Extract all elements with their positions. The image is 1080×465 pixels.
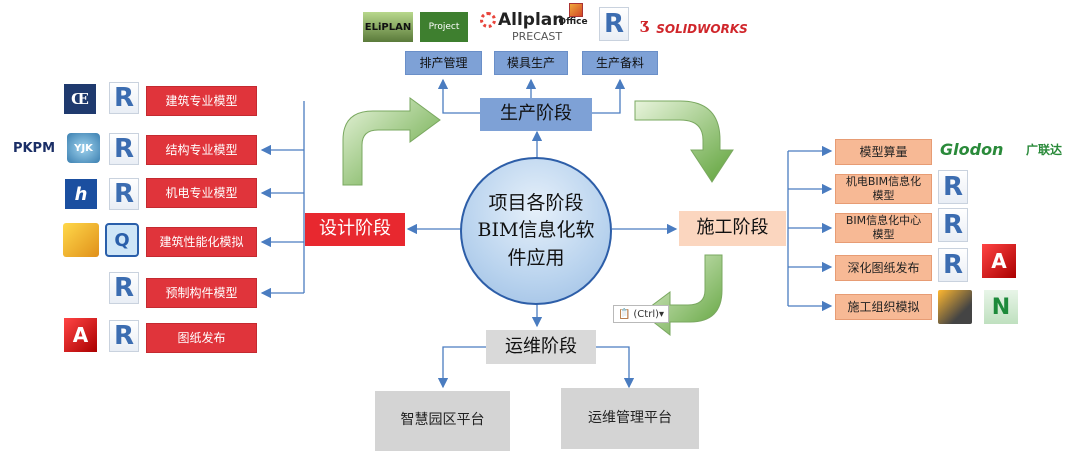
hongye-logo: h [65,179,97,209]
fuzor-logo [938,290,972,324]
ecotect-logo: Q [105,223,139,257]
center-circle: 项目各阶段BIM信息化软件应用 [460,157,612,305]
construction-item-5: 施工组织模拟 [835,294,932,320]
pkpm-logo: PKPM [12,140,56,156]
connector-prod-1 [437,78,480,114]
connector-op-2 [596,346,635,389]
operation-item-1: 智慧园区平台 [375,391,510,451]
production-item-3: 生产备料 [582,51,658,75]
paste-hint-label: (Ctrl)▾ [633,308,665,320]
navisworks-logo: N [984,290,1018,324]
revit-icon-construction-1: R [938,170,968,204]
production-item-1: 排产管理 [405,51,482,75]
revit-icon-design-1: R [109,82,139,114]
allplan-logo: Allplan [498,10,565,30]
revit-icon-design-4: R [109,272,139,304]
project-logo: Project [420,12,468,42]
design-item-4: 建筑性能化模拟 [146,227,257,257]
construction-item-4: 深化图纸发布 [835,255,932,281]
allplan-icon [480,12,496,28]
glodon-logo: Glodon [940,139,1004,159]
center-label: 项目各阶段BIM信息化软件应用 [477,191,595,269]
design-item-2: 结构专业模型 [146,135,257,165]
office-icon [569,3,583,17]
construction-item-2: 机电BIM信息化模型 [835,174,932,204]
operation-item-2: 运维管理平台 [561,388,699,449]
design-item-1: 建筑专业模型 [146,86,257,116]
revit-icon-construction-3: R [938,248,968,282]
revit-icon-production: R [599,7,629,41]
green-arrow-production-to-construction [634,100,734,183]
gbs-logo [63,223,99,257]
allplan-sub: PRECAST [512,30,563,43]
yjk-logo: YJK [67,133,100,163]
revit-icon-construction-2: R [938,208,968,242]
ds-icon: Ʒ [640,18,650,36]
paste-options-button[interactable]: 📋 (Ctrl)▾ [613,305,669,323]
green-arrow-construction-to-operation [641,254,723,337]
stage-construction: 施工阶段 [679,211,786,246]
construction-item-3: BIM信息化中心模型 [835,213,932,243]
revit-icon-design-5: R [109,320,139,352]
autocad-icon-design: A [64,318,97,352]
stage-production: 生产阶段 [480,98,592,131]
design-item-3: 机电专业模型 [146,178,257,208]
solidworks-logo: SOLIDWORKS [656,22,748,36]
revit-icon-design-2: R [109,133,139,165]
revit-icon-design-3: R [109,178,139,210]
tce-logo: Œ [64,84,96,114]
design-item-6: 图纸发布 [146,323,257,353]
glodon-cn-logo: 广联达 [1026,142,1063,157]
eliplan-logo: ELiPLAN [363,12,413,42]
connector-op-1 [437,346,486,389]
construction-item-1: 模型算量 [835,139,932,165]
connector-prod-3 [592,78,626,114]
stage-operation: 运维阶段 [486,330,596,364]
autocad-icon-construction: A [982,244,1016,278]
production-item-2: 模具生产 [494,51,568,75]
green-arrow-design-to-production [342,97,441,186]
clipboard-icon: 📋 [617,308,631,320]
stage-design: 设计阶段 [305,213,405,246]
office-logo: Office [558,17,588,27]
design-item-5: 预制构件模型 [146,278,257,308]
